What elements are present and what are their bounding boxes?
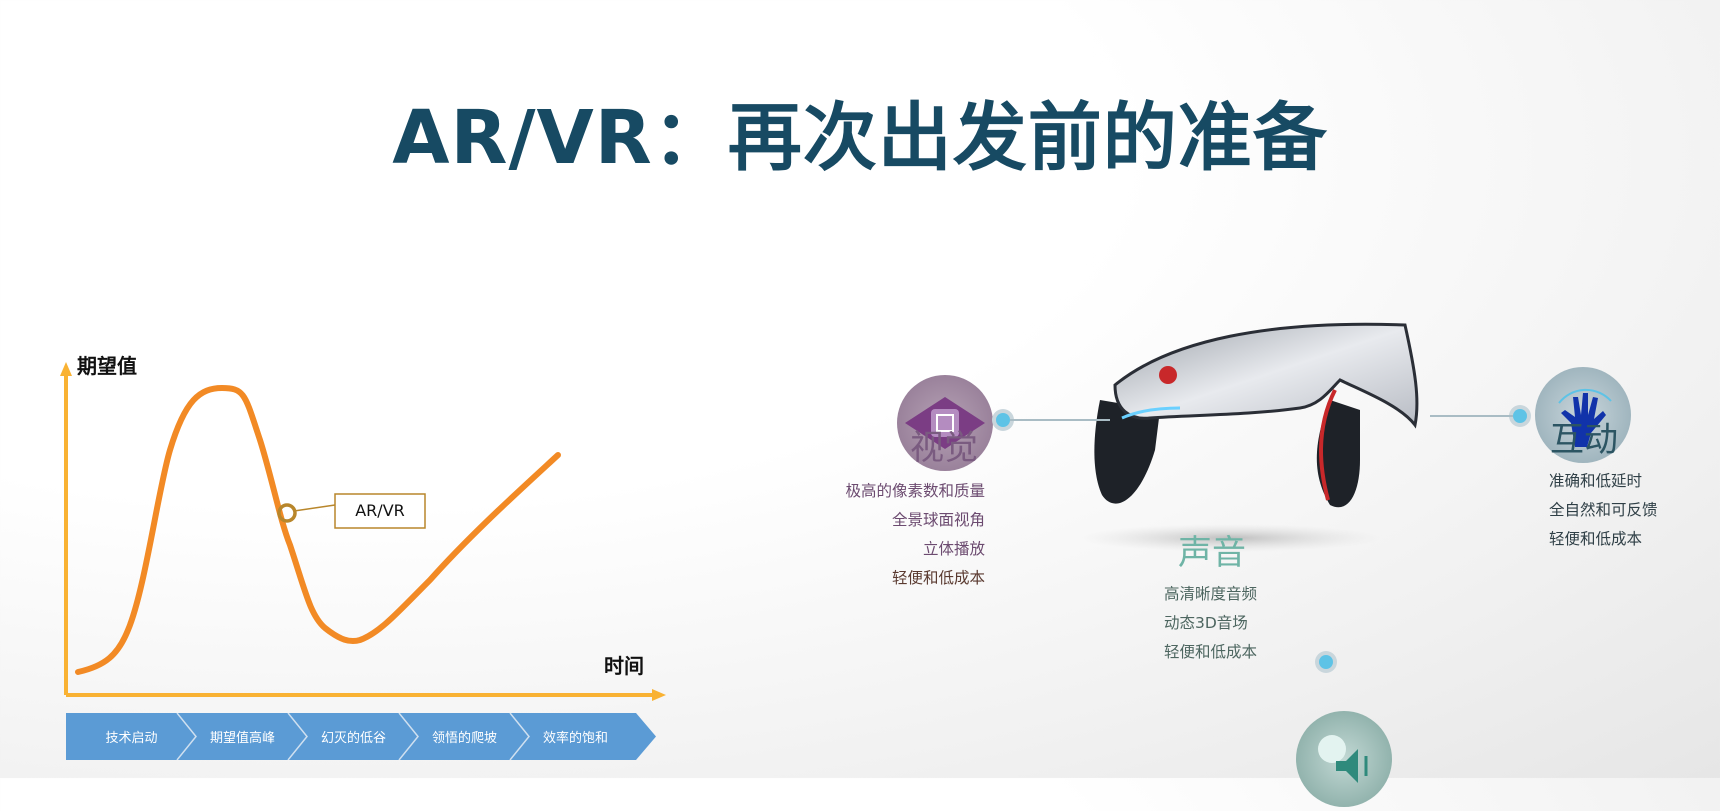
ar-vr-marker <box>277 503 297 523</box>
sound-item: 高清晰度音频 <box>1164 585 1258 603</box>
sound-connector-dot <box>1319 655 1333 669</box>
page-title: AR/VR：再次出发前的准备 <box>392 95 1328 181</box>
phase-4: 领悟的爬坡 <box>431 731 497 746</box>
sound-icon-circle <box>1296 711 1392 807</box>
phase-5: 效率的饱和 <box>542 731 608 746</box>
y-axis-arrow <box>60 362 72 376</box>
x-axis-arrow <box>652 689 666 701</box>
sound-title: 声音 <box>1178 533 1246 573</box>
vision-icon-circle <box>897 375 993 471</box>
vision-item: 立体播放 <box>922 540 985 558</box>
hype-curve <box>75 384 561 675</box>
hype-cycle-diagram <box>60 362 666 701</box>
interaction-icon-circle <box>1535 367 1631 463</box>
phase-2: 期望值高峰 <box>209 731 275 746</box>
interaction-list: 准确和低延时 全自然和可反馈 轻便和低成本 <box>1549 467 1658 554</box>
vision-connector-dot <box>996 413 1010 427</box>
hand-icon <box>1558 388 1612 447</box>
sound-item: 动态3D音场 <box>1164 614 1248 632</box>
interaction-title: 互动 <box>1550 420 1618 460</box>
speaker-icon <box>1318 735 1368 783</box>
interaction-item: 轻便和低成本 <box>1549 530 1643 548</box>
vision-item: 全景球面视角 <box>891 511 985 529</box>
eye-icon <box>905 397 985 449</box>
interaction-connector-dot <box>1513 409 1527 423</box>
phase-bar: 技术启动 期望值高峰 幻灭的低谷 领悟的爬坡 效率的饱和 <box>66 713 666 760</box>
marker-leader <box>293 504 336 512</box>
sound-item: 轻便和低成本 <box>1164 643 1258 661</box>
interaction-connector-line <box>1430 415 1513 417</box>
sound-list: 高清晰度音频 动态3D音场 轻便和低成本 <box>1164 580 1257 667</box>
marker-label-box <box>334 493 426 529</box>
vision-connector-line <box>1010 419 1110 421</box>
phase-1: 技术启动 <box>105 731 158 746</box>
x-axis-label: 时间 <box>604 654 644 678</box>
vision-item: 轻便和低成本 <box>891 569 985 587</box>
vr-headset-image <box>1080 322 1419 552</box>
vision-list: 极高的像素数和质量 全景球面视角 立体播放 轻便和低成本 <box>845 477 985 593</box>
interaction-item: 全自然和可反馈 <box>1549 501 1658 519</box>
interaction-item: 准确和低延时 <box>1549 472 1643 490</box>
phase-3: 幻灭的低谷 <box>320 731 386 746</box>
y-axis-label: 期望值 <box>77 354 137 378</box>
marker-label: AR/VR <box>355 501 405 520</box>
vision-item: 极高的像素数和质量 <box>845 482 985 500</box>
vision-title: 视觉 <box>910 428 978 468</box>
